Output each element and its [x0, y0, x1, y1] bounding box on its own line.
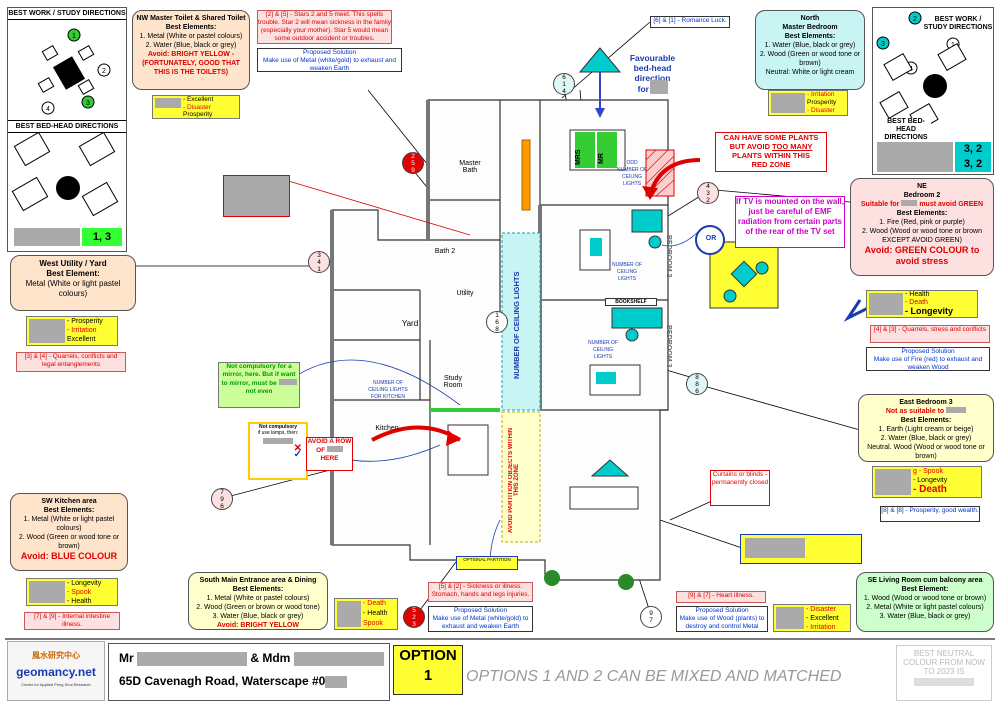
address: 65D Cavenagh Road, Waterscape #0 [119, 674, 326, 688]
neutral-colour-box: BEST NEUTRAL COLOUR FROM NOW TO 2023 IS [896, 645, 992, 701]
right-directions-panel: 2 3 1 4 BEST WORK / STUDY DIRECTIONS BES… [872, 7, 994, 175]
ne-bedroom-box: NE Bedroom 2 Suitable for must avoid GRE… [850, 178, 994, 276]
svg-text:4: 4 [46, 106, 50, 113]
footer [5, 638, 995, 704]
mirror-note: Not compulsory for a mirror, here. But i… [218, 362, 300, 408]
svg-text:2: 2 [913, 16, 917, 23]
not-compulsory-box: Not compulsory if use lamps, then: ✕ ✓ [248, 422, 308, 480]
nw-toilet-box: NW Master Toilet & Shared Toilet Best El… [132, 10, 250, 90]
mrs-pillow [575, 132, 595, 168]
master-bath-label: Master Bath [459, 160, 481, 174]
bedhead-value: 1, 3 [82, 228, 122, 246]
east-rating: g - Spook- Longevity- Death [872, 466, 982, 498]
study-label: Study Room [443, 375, 463, 389]
svg-text:3: 3 [881, 41, 885, 48]
plant [618, 574, 634, 590]
ceiling-lights-label: NUMBER OF CEILING LIGHTS [512, 271, 521, 379]
curtains-note: Curtains or blinds - permanently closed [710, 470, 770, 506]
ceiling-b2-label: NUMBER OF CEILING LIGHTS [612, 262, 642, 282]
compass-bedhead [11, 131, 119, 217]
bookshelf-label: BOOKSHELF [605, 298, 657, 306]
mrs-label: MRS [575, 149, 582, 165]
utility-label: Utility [456, 290, 474, 297]
plant [544, 570, 560, 586]
study-title: BEST WORK / STUDY DIRECTIONS [8, 8, 126, 20]
optional-partition: OPTIONAL PARTITION [456, 556, 518, 570]
or-label: OR [705, 235, 717, 242]
avoid-partition-label: AVOID PARTITION OBJECTS WITHIN THIS ZONE [508, 427, 520, 533]
right-study-title: BEST WORK / STUDY DIRECTIONS [923, 16, 993, 32]
left-directions-panel: BEST WORK / STUDY DIRECTIONS 1 2 3 4 BES… [7, 7, 127, 252]
bath2-label: Bath 2 [434, 248, 456, 255]
se-note-box [740, 534, 862, 564]
west-quarrel: [3] & [4] - Quarrels, conflicts and lega… [16, 352, 126, 372]
sw-illness: [7] & [9] - Internal intestine illness. [24, 612, 120, 630]
s-sick: [5] & [2] - Sickness or illness. Stomach… [428, 582, 533, 602]
mr-pillow [597, 132, 617, 168]
se-living-box: SE Living Room cum balcony area Best Ele… [856, 572, 994, 632]
se-rating: - Disaster- Excellent- Irritation [773, 604, 851, 632]
stars-note: [2] & [5] - Stars 2 and 5 meet. This spe… [257, 10, 392, 44]
ne-rating: - Health- Death- Longevity [866, 290, 978, 318]
dining-table [447, 424, 489, 476]
ne-quarrel: [4] & [3] - Quarrels, stress and conflic… [870, 325, 990, 343]
client-box: Mr & Mdm 65D Cavenagh Road, Waterscape #… [108, 643, 390, 701]
svg-text:2: 2 [102, 68, 106, 75]
compass-study: 1 2 3 4 [37, 28, 111, 115]
living-arrow [590, 459, 630, 477]
east-prosperity: [8] & [8] - Prosperity, good wealth. [880, 506, 980, 522]
green-line [430, 408, 500, 412]
south-main-box: South Main Entrance area & Dining Best E… [188, 572, 328, 630]
mr-label: MR [598, 153, 605, 164]
odd-ceiling-label: ODD NUMBER OF CEILING LIGHTS [617, 160, 647, 187]
bedroom2-label: BEDROOM 2 [665, 235, 672, 278]
sofa [569, 486, 639, 510]
kitchen-label: Kitchen [375, 425, 399, 432]
sw-rating: - Longevity- Spook- Health [26, 578, 118, 606]
bedroom3-label: BEDROOM 3 [665, 325, 672, 368]
logo: 風水研究中心 geomancy.net Center for Applied F… [7, 641, 105, 701]
bedhead-arrow [578, 47, 622, 73]
tv-warning: If TV is mounted on the wall, just be ca… [735, 196, 845, 248]
ceiling-zone [501, 232, 541, 411]
right-value-2: 3, 2 [955, 157, 991, 172]
nw-rating: - Excellent - Disaster Prosperity [152, 95, 240, 119]
ceiling-b3-label: NUMBER OF CEILING LIGHTS [588, 340, 618, 360]
bedhead-title: BEST BED-HEAD DIRECTIONS [8, 120, 126, 133]
plants-warning: CAN HAVE SOME PLANTS BUT AVOID TOO MANY … [715, 132, 827, 172]
svg-text:1: 1 [72, 33, 76, 40]
right-bedhead-title: BEST BED-HEAD DIRECTIONS [881, 118, 931, 142]
ceiling-kitchen-label: NUMBER OF CEILING LIGHTS FOR KITCHEN [368, 380, 408, 400]
romance-note: [6] & [1] - Romance Luck. [650, 16, 730, 28]
west-yard-box: West Utility / Yard Best Element: Metal … [10, 255, 136, 311]
north-bedroom-box: North Master Bedroom Best Elements: 1. W… [755, 10, 865, 90]
right-value-1: 3, 2 [955, 142, 991, 157]
sw-kitchen-box: SW Kitchen area Best Elements: 1. Metal … [10, 493, 128, 571]
options-text: OPTIONS 1 AND 2 CAN BE MIXED AND MATCHED [466, 668, 842, 685]
partition-zone [501, 411, 541, 543]
heart-note: [9] & [7] - Heart illness. [676, 591, 766, 603]
yard-label: Yard [401, 319, 419, 328]
svg-text:3: 3 [86, 100, 90, 107]
east-bedroom-box: East Bedroom 3 Not as suitable to Best E… [858, 394, 994, 462]
